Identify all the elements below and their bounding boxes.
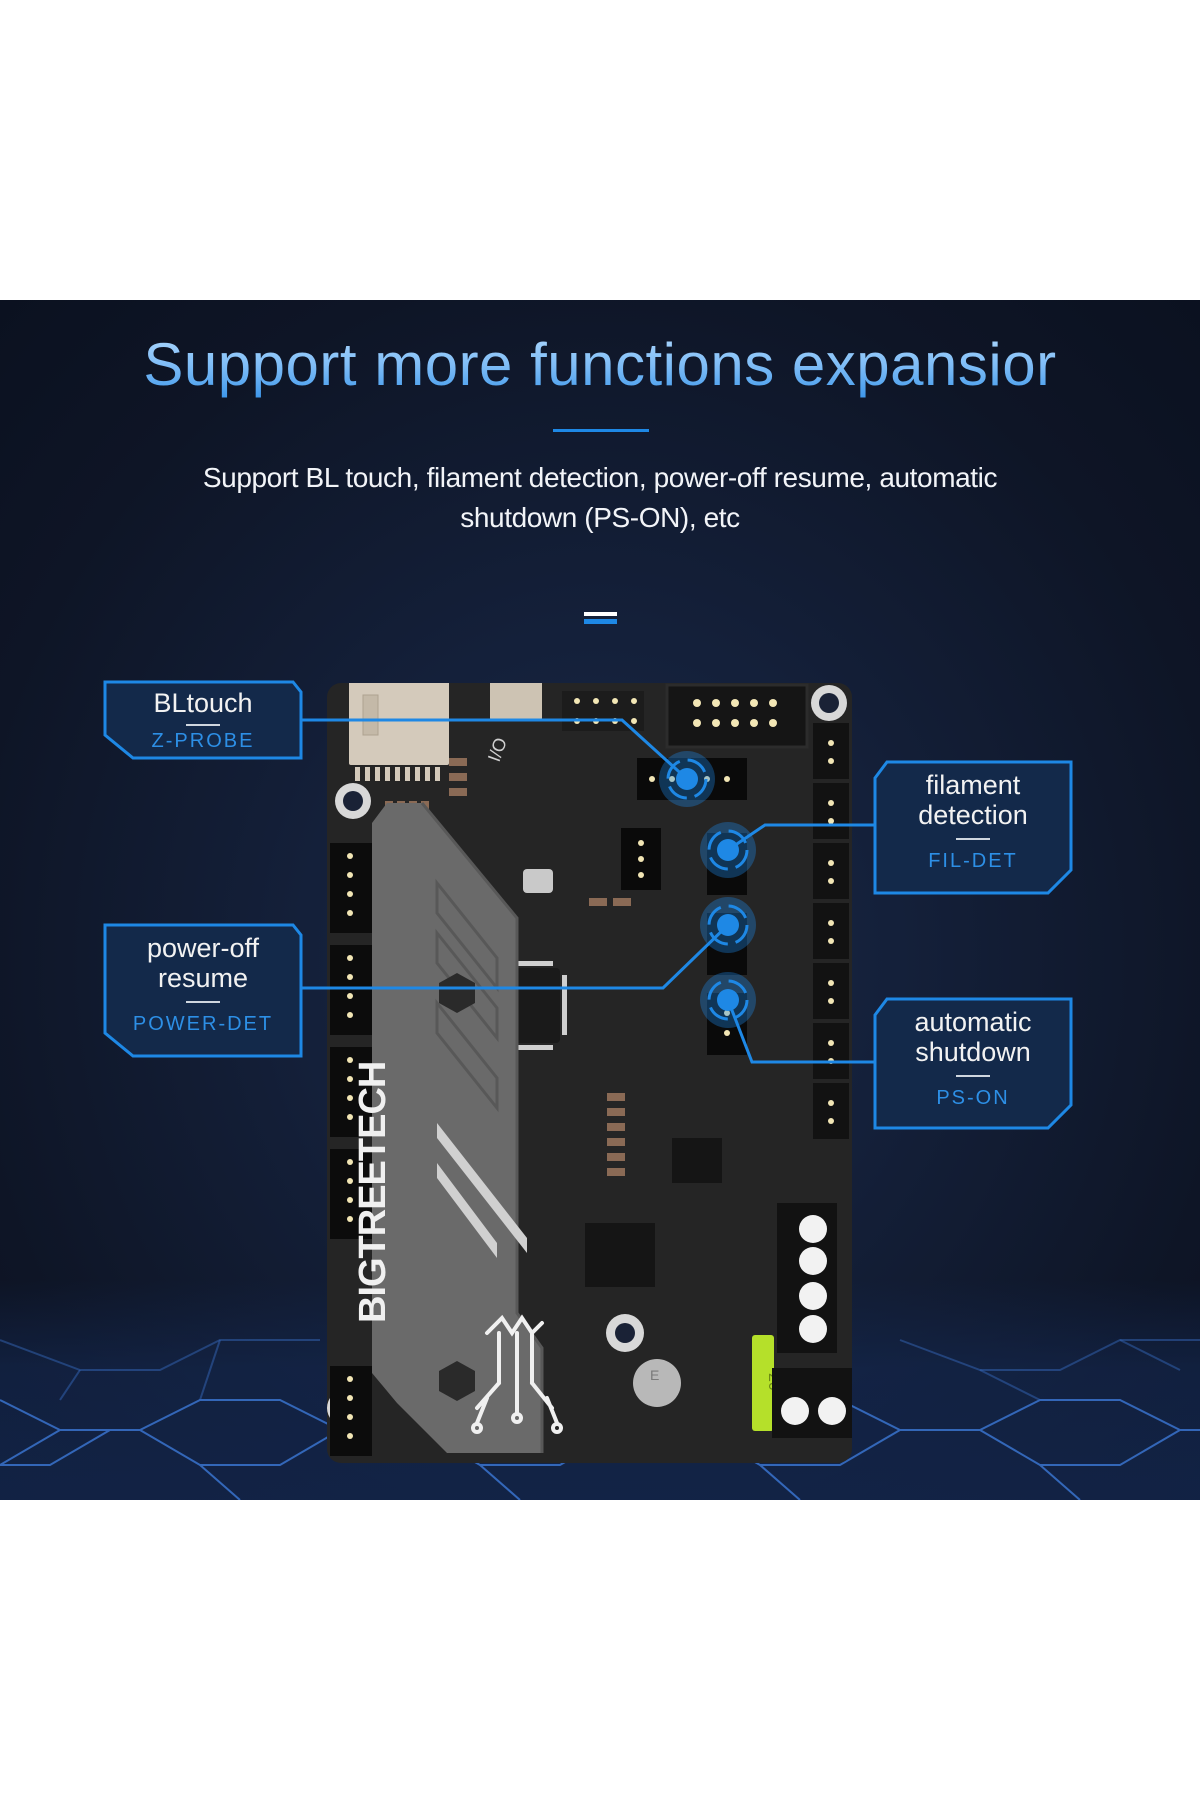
callout-title-line-1: automatic [914, 1007, 1032, 1037]
feature-banner: Support more functions expansior Support… [0, 300, 1200, 1500]
callout-title-line-2: shutdown [915, 1037, 1031, 1067]
inductor-label: E [650, 1367, 659, 1383]
callout-divider [186, 1001, 220, 1003]
callout-title-line-1: power-off [146, 933, 260, 963]
heatsink: BIGTREETECH [352, 802, 563, 1453]
leader-line-power-det [302, 923, 730, 990]
leader-line-fil-det [727, 823, 875, 852]
callout-divider [186, 724, 220, 726]
marker-power-det-icon [700, 897, 756, 953]
left-connectors [330, 843, 372, 1456]
callout-title: BLtouch [153, 688, 253, 718]
subtitle-line-2: shutdown (PS-ON), etc [460, 502, 740, 533]
top-pin-header [562, 691, 644, 731]
mounting-hole [811, 685, 847, 721]
mounting-hole [335, 783, 371, 819]
page-title: Support more functions expansior [0, 325, 1200, 405]
callout-code: PS-ON [936, 1087, 1010, 1109]
leader-line-bltouch [302, 718, 689, 781]
tree-logo-icon [471, 1314, 563, 1434]
callout-ps-on: automatic shutdown PS-ON [873, 997, 1073, 1130]
heatsink-screw-hex-lower [439, 1361, 475, 1401]
subtitle: Support BL touch, filament detection, po… [120, 458, 1080, 538]
leader-line-ps-on [726, 999, 875, 1064]
callout-title-line-1: filament [925, 770, 1021, 800]
motherboard-image: I/O [327, 673, 852, 1463]
reset-button [523, 869, 553, 893]
callout-code: FIL-DET [928, 850, 1018, 872]
callout-title-line-2: detection [918, 800, 1028, 830]
callout-bltouch: BLtouch Z-PROBE [103, 680, 303, 760]
power-chip [672, 1138, 722, 1183]
mounting-hole [606, 1314, 644, 1352]
usb-port [490, 677, 542, 721]
inductor: E [633, 1359, 681, 1407]
heatsink-screw-hex [439, 973, 475, 1013]
section-marker-icon [584, 612, 617, 624]
header-pins [638, 776, 730, 1036]
title-divider [553, 429, 649, 432]
board-illustration: I/O [327, 673, 852, 1456]
callout-title-line-2: resume [157, 963, 249, 993]
callout-divider [956, 1075, 990, 1077]
callout-code: Z-PROBE [151, 730, 255, 752]
callout-divider [956, 838, 990, 840]
callout-leaders [302, 718, 875, 1064]
marker-bltouch-icon [659, 751, 715, 807]
callout-fil-det: filament detection FIL-DET [873, 760, 1073, 895]
power-terminals [772, 1203, 852, 1438]
driver-chip [585, 1223, 655, 1287]
exp-connector [665, 683, 809, 749]
brand-logo-text: BIGTREETECH [352, 1062, 394, 1323]
marker-ps-on-icon [700, 972, 756, 1028]
subtitle-line-1: Support BL touch, filament detection, po… [202, 462, 998, 493]
callout-code: POWER-DET [132, 1013, 274, 1035]
right-connectors [813, 723, 849, 1139]
marker-fil-det-icon [700, 822, 756, 878]
hex-grid-pattern [0, 1339, 1200, 1500]
callout-power-det: power-off resume POWER-DET [103, 923, 303, 1058]
